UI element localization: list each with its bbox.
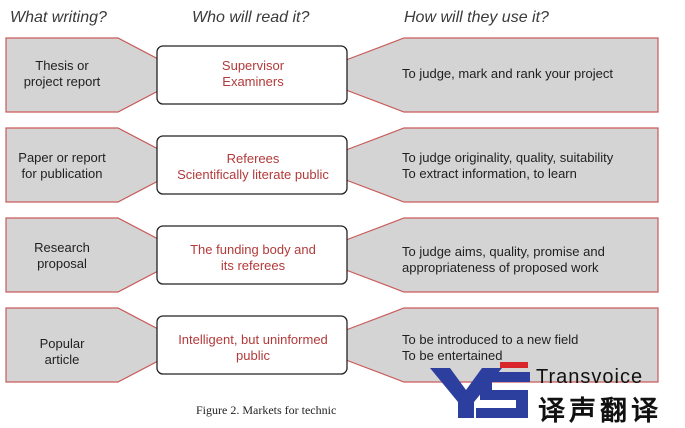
row-3-writing: Research proposal [34, 240, 90, 271]
logo-s-icon [476, 372, 530, 418]
logo-red-bar [500, 362, 528, 368]
row-3-readers-box [156, 225, 348, 285]
row-2-readers: Referees Scientifically literate public [177, 151, 329, 182]
row-3-readers: The funding body and its referees [190, 242, 316, 273]
row-2-use: To judge originality, quality, suitabili… [402, 150, 614, 181]
row-2-readers-box [156, 135, 348, 195]
row-3-use: To judge aims, quality, promise and appr… [402, 244, 605, 275]
row-4-use: To be introduced to a new field To be en… [402, 332, 579, 363]
brand-name-cn: 译声翻译 [538, 396, 662, 426]
row-1-writing: Thesis or project report [23, 58, 101, 89]
brand-name-en: Transvoice [536, 366, 644, 388]
header-who-reads: Who will read it? [192, 9, 310, 26]
row-1-use: To judge, mark and rank your project [402, 66, 613, 81]
row-1-readers: Supervisor Examiners [221, 58, 285, 89]
row-4-writing: Popular article [39, 336, 85, 367]
header-what-writing: What writing? [10, 9, 107, 26]
header-how-used: How will they use it? [404, 9, 549, 26]
row-4-readers-box [156, 315, 348, 375]
transvoice-logo [430, 362, 530, 418]
row-2-writing: Paper or report for publication [18, 150, 106, 181]
row-4-readers: Intelligent, but uninformed public [178, 332, 328, 363]
figure-caption: Figure 2. Markets for technic [196, 403, 337, 417]
row-1-readers-box [156, 45, 348, 105]
